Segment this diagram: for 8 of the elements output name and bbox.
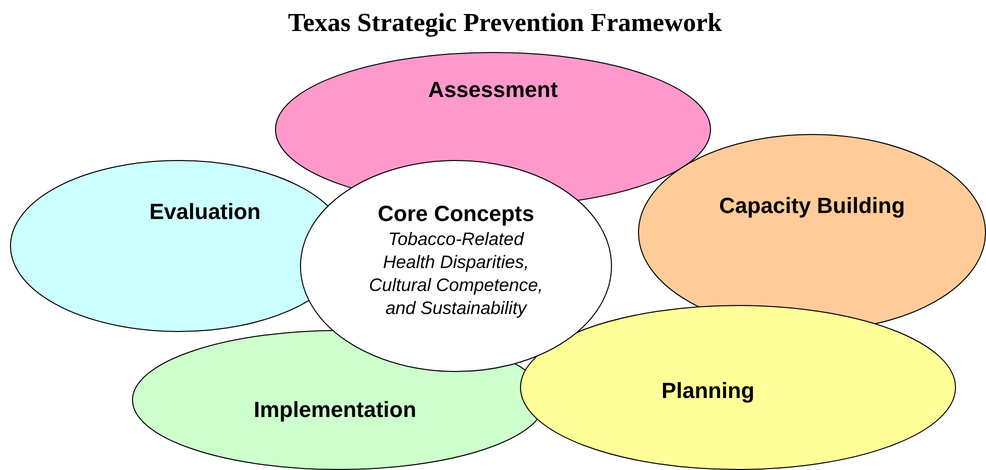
diagram-title: Texas Strategic Prevention Framework xyxy=(287,7,723,39)
stage-title: Planning xyxy=(662,377,754,405)
stage-description: Tobacco-Related Health Disparities, Cultural Competence, and Sustainability xyxy=(368,228,544,320)
stage-title: Assessment xyxy=(428,76,558,104)
stage-title: Evaluation xyxy=(149,198,261,226)
stage-title: Core Concepts xyxy=(378,200,534,228)
stage-title: Implementation xyxy=(254,396,416,424)
stage-title: Capacity Building xyxy=(719,192,905,220)
